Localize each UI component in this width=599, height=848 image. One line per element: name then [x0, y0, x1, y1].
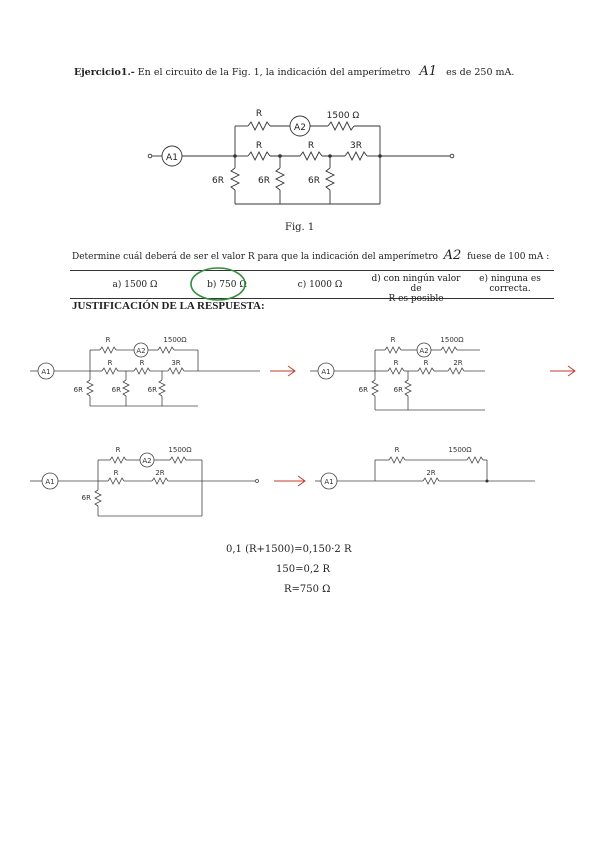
- option-d[interactable]: d) con ningún valor de R es posible: [366, 274, 466, 304]
- figure-caption: Fig. 1: [285, 222, 315, 233]
- s1-a1: A1: [41, 368, 50, 376]
- option-e[interactable]: e) ninguna es correcta.: [470, 274, 550, 294]
- equation-3: R=750 Ω: [284, 584, 331, 595]
- label-6r-3: 6R: [308, 176, 320, 186]
- question-text-after: fuese de 100 mA :: [467, 252, 550, 262]
- option-e-line2: correcta.: [489, 284, 531, 294]
- option-d-line2: R es posible: [388, 294, 444, 304]
- option-a[interactable]: a) 1500 Ω: [112, 280, 158, 290]
- label-1500: 1500 Ω: [327, 111, 360, 121]
- s3-6r: 6R: [82, 494, 91, 502]
- s2-2r: 2R: [453, 359, 462, 367]
- label-3r: 3R: [350, 141, 362, 151]
- label-6r-1: 6R: [212, 176, 224, 186]
- s4-r-top: R: [395, 446, 400, 454]
- s2-r-m2: R: [424, 359, 429, 367]
- option-d-line1: d) con ningún valor de: [371, 274, 461, 294]
- s4-1500: 1500Ω: [448, 446, 472, 454]
- ammeter-a1-label: A1: [166, 153, 178, 163]
- justification-title: JUSTIFICACIÓN DE LA RESPUESTA:: [72, 300, 265, 312]
- s1-1500: 1500Ω: [163, 336, 187, 344]
- ammeter1-symbol: A1: [419, 64, 438, 79]
- exercise-label: Ejercicio1.-: [74, 67, 135, 78]
- arrow-icon-1: [270, 365, 296, 377]
- answer-options: a) 1500 Ω b) 750 Ω c) 1000 Ω d) con ning…: [70, 270, 554, 304]
- s3-1500: 1500Ω: [168, 446, 192, 454]
- s3-r-top: R: [116, 446, 121, 454]
- label-6r-2: 6R: [258, 176, 270, 186]
- label-r-top: R: [256, 109, 262, 119]
- selected-answer-circle: [190, 267, 246, 301]
- s1-a2: A2: [136, 347, 145, 355]
- s3-a1: A1: [45, 478, 54, 486]
- s4-a1: A1: [324, 478, 333, 486]
- s2-6r-2: 6R: [394, 386, 403, 394]
- s1-6r-1: 6R: [74, 386, 83, 394]
- exercise-text-before: En el circuito de la Fig. 1, la indicaci…: [137, 67, 411, 78]
- s4-2r: 2R: [426, 469, 435, 477]
- s2-6r-1: 6R: [359, 386, 368, 394]
- s1-r-top: R: [106, 336, 111, 344]
- step3-circuit: A1 A2 R 1500Ω R 2R 6R: [30, 446, 259, 517]
- s2-1500: 1500Ω: [440, 336, 464, 344]
- equation-1: 0,1 (R+1500)=0,150·2 R: [226, 544, 352, 555]
- step4-circuit: A1 R 1500Ω 2R: [315, 446, 535, 490]
- step2-circuit: A1 A2 R 1500Ω R R 2R 6R 6R: [310, 336, 485, 411]
- s3-r-m1: R: [114, 469, 119, 477]
- s1-6r-2: 6R: [112, 386, 121, 394]
- s1-r-m1: R: [108, 359, 113, 367]
- ammeter2-symbol: A2: [443, 248, 462, 263]
- figure-1-circuit: A1 A2 R 1500 Ω R R 3R 6R 6R 6R: [147, 109, 455, 205]
- option-e-line1: e) ninguna es: [479, 274, 541, 284]
- s1-r-m2: R: [140, 359, 145, 367]
- question-text-before: Determine cuál deberá de ser el valor R …: [72, 252, 438, 262]
- s2-a2: A2: [419, 347, 428, 355]
- label-r-mid2: R: [308, 141, 314, 151]
- option-b[interactable]: b) 750 Ω: [207, 280, 247, 290]
- s2-a1: A1: [321, 368, 330, 376]
- step1-circuit: A1 A2 R 1500Ω R R 3R 6R 6R 6R: [30, 336, 260, 407]
- highlight-ellipse: [190, 267, 246, 301]
- exercise-statement: Ejercicio1.- En el circuito de la Fig. 1…: [74, 64, 514, 79]
- option-c[interactable]: c) 1000 Ω: [297, 280, 343, 290]
- question-text: Determine cuál deberá de ser el valor R …: [72, 248, 549, 263]
- exercise-text-after: es de 250 mA.: [446, 67, 515, 78]
- arrow-icon-3: [274, 475, 306, 487]
- s3-a2: A2: [142, 457, 151, 465]
- s1-3r: 3R: [171, 359, 180, 367]
- ammeter-a2-label: A2: [294, 123, 306, 133]
- s2-r-m1: R: [394, 359, 399, 367]
- label-r-mid1: R: [256, 141, 262, 151]
- s2-r-top: R: [391, 336, 396, 344]
- equation-2: 150=0,2 R: [276, 564, 331, 575]
- s3-2r: 2R: [155, 469, 164, 477]
- arrow-icon-2: [550, 365, 576, 377]
- s1-6r-3: 6R: [148, 386, 157, 394]
